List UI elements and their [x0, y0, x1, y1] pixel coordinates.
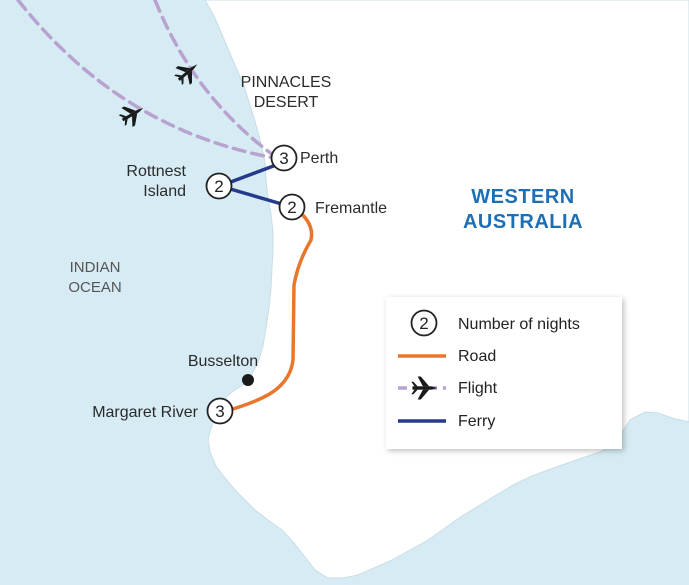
stop-perth: 3 — [270, 144, 298, 172]
legend-nights: 2 Number of nights — [410, 309, 580, 337]
night-count-circle — [278, 193, 306, 221]
ocean-label-line2: OCEAN — [68, 279, 121, 296]
legend-road-label: Road — [458, 348, 496, 365]
region-label-line1: WESTERN — [471, 186, 575, 208]
night-count-circle — [270, 144, 298, 172]
ocean-label-line1: INDIAN — [70, 259, 121, 276]
legend-ferry: Ferry — [398, 413, 495, 430]
rottnest-label-line2: Island — [143, 183, 186, 200]
legend: 2 Number of nights Road Flight Ferry — [386, 297, 622, 449]
night-count-circle — [206, 397, 234, 425]
fremantle-nights: 2 — [287, 198, 296, 217]
margaret-river-label: Margaret River — [92, 404, 198, 421]
pinnacles-label-line2: DESERT — [254, 94, 319, 111]
legend-nights-label: Number of nights — [458, 316, 580, 333]
fremantle-label: Fremantle — [315, 200, 387, 217]
margaret-river-nights: 3 — [215, 402, 224, 421]
town-dot-icon — [242, 374, 254, 386]
region-label-line2: AUSTRALIA — [463, 211, 583, 233]
night-count-circle — [410, 309, 438, 337]
stop-margaret-river: 3 — [206, 397, 234, 425]
legend-nights-sample: 2 — [419, 314, 428, 333]
perth-nights: 3 — [279, 149, 288, 168]
busselton-label: Busselton — [188, 353, 258, 370]
rottnest-nights: 2 — [214, 177, 223, 196]
rottnest-label-line1: Rottnest — [126, 163, 186, 180]
perth-label: Perth — [300, 150, 338, 167]
legend-flight-label: Flight — [458, 380, 498, 397]
night-count-circle — [205, 172, 233, 200]
stop-rottnest: 2 — [205, 172, 233, 200]
flight-route-2 — [153, 0, 282, 162]
legend-ferry-label: Ferry — [458, 413, 495, 430]
stop-fremantle: 2 — [278, 193, 306, 221]
pinnacles-label-line1: PINNACLES — [241, 74, 332, 91]
legend-flight: Flight — [398, 376, 498, 400]
legend-road: Road — [398, 348, 496, 365]
road-route — [220, 205, 314, 414]
flight-route-1 — [16, 0, 277, 160]
